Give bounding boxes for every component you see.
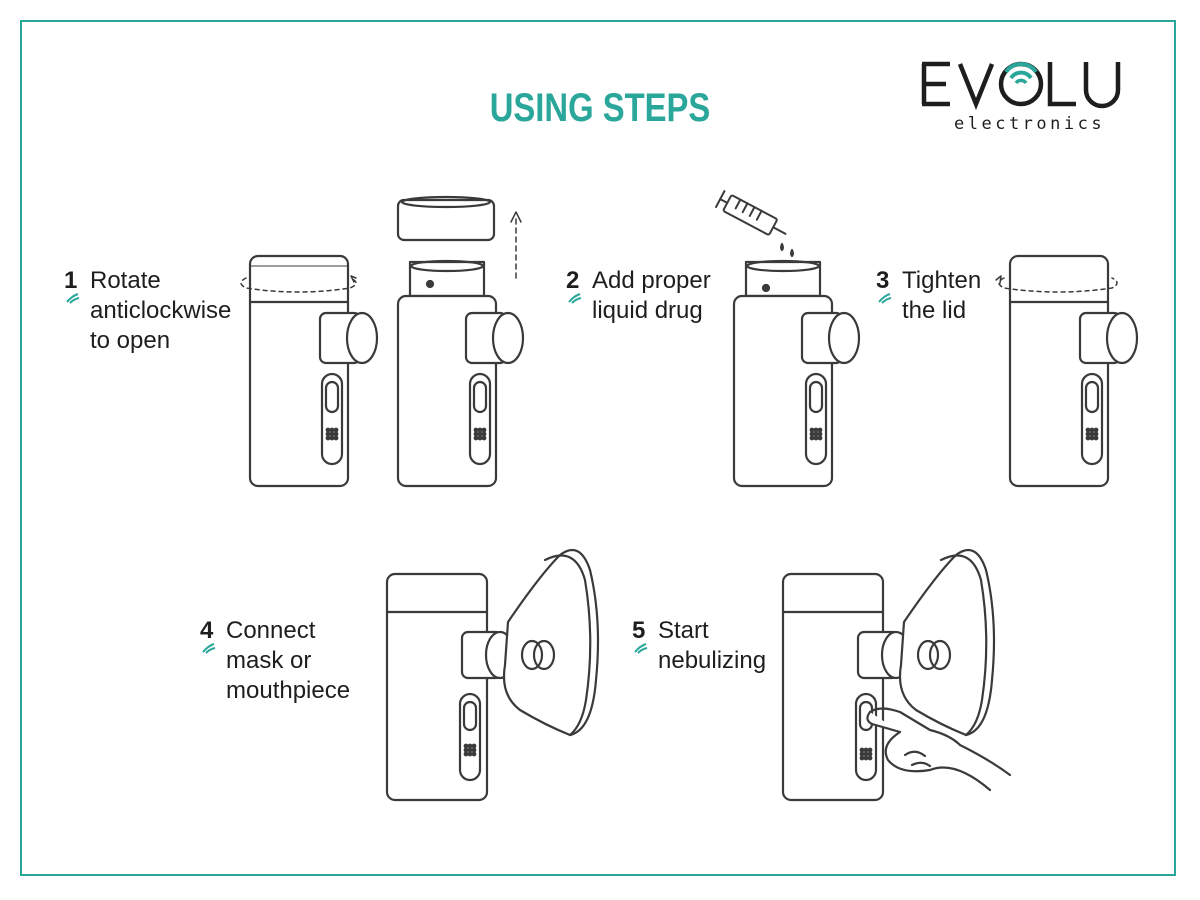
rotate-arrow-icon	[998, 277, 1118, 293]
wave-mark-icon	[66, 293, 80, 304]
step-1-number: 1	[64, 267, 78, 294]
step-5-line-1: Start	[658, 617, 709, 644]
nebulizer-icon	[385, 572, 516, 802]
up-arrow-icon	[510, 211, 522, 279]
step-2-line-2: liquid drug	[592, 297, 703, 324]
nebulizer-icon	[396, 195, 525, 488]
brand-wordmark-icon	[921, 61, 1121, 111]
hand-icon	[866, 707, 1012, 792]
step-4-line-3: mouthpiece	[226, 677, 351, 704]
step-1-line-1: Rotate	[90, 267, 161, 294]
brand-subtitle: electronics	[954, 114, 1106, 134]
nebulizer-icon	[1008, 254, 1139, 488]
step-5-line-2: nebulizing	[658, 647, 767, 674]
rotate-arrow-icon	[240, 277, 357, 293]
wave-mark-icon	[878, 293, 892, 304]
brand-logo: electronics	[916, 50, 1136, 140]
wave-mark-icon	[568, 293, 582, 304]
step-3-line-2: the lid	[902, 297, 967, 324]
step-4-line-1: Connect	[226, 617, 316, 644]
step-4-line-2: mask or	[226, 647, 312, 674]
mask-icon	[502, 548, 600, 737]
step-5-number: 5	[632, 617, 646, 644]
step-1-line-2: anticlockwise	[90, 297, 232, 324]
wave-mark-icon	[634, 643, 648, 654]
nebulizer-icon	[781, 572, 912, 802]
nebulizer-icon	[248, 254, 379, 488]
step-3-line-1: Tighten	[902, 267, 982, 294]
syringe-icon	[714, 190, 794, 257]
step-4-number: 4	[200, 617, 214, 644]
mask-icon	[898, 548, 996, 737]
step-2-number: 2	[566, 267, 580, 294]
lid-icon	[396, 198, 496, 242]
step-1-line-3: to open	[90, 327, 171, 354]
page-frame	[20, 20, 1176, 876]
nebulizer-icon	[732, 259, 861, 488]
wave-mark-icon	[202, 643, 216, 654]
step-2-line-1: Add proper	[592, 267, 711, 294]
step-3-number: 3	[876, 267, 890, 294]
page-title: USING STEPS	[489, 86, 711, 130]
